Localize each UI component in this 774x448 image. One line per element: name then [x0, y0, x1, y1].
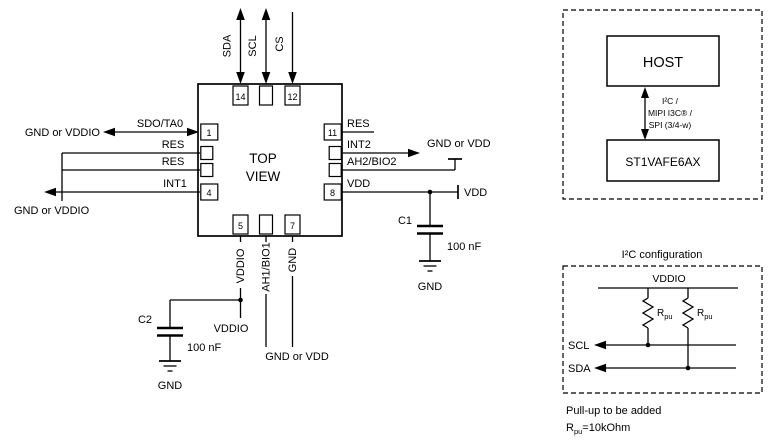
vdd-net-label: VDD — [464, 187, 487, 199]
pin12-number: 12 — [287, 92, 297, 102]
pin5-number: 5 — [238, 221, 243, 231]
pin10-pad — [328, 145, 342, 161]
pin1-pad — [200, 123, 219, 141]
scl-left-arrowhead — [594, 340, 606, 350]
host-label: HOST — [643, 55, 683, 71]
vddio-net-label: VDDIO — [214, 323, 249, 335]
bus-up-arrowhead — [641, 87, 649, 98]
pull-option-bottom-label: GND or VDDIO — [14, 205, 90, 217]
gnd-pin-label: GND — [287, 248, 299, 273]
pin6-pad — [258, 214, 274, 235]
pin12-pad — [284, 85, 301, 106]
vdd-pin-label: VDD — [347, 178, 370, 190]
res-left-a-label: RES — [162, 139, 185, 151]
chip: TOP VIEW 14 12 5 7 1 4 — [197, 83, 343, 237]
bus-down-arrowhead — [641, 129, 649, 140]
pin9-pad — [328, 162, 342, 178]
device-box — [606, 139, 720, 182]
rpu2-label: Rpu — [697, 308, 713, 321]
cs-down-arrowhead — [288, 72, 297, 84]
sdo-right-arrowhead — [187, 127, 199, 137]
top-bus-arrows: SDA SCL CS — [222, 8, 297, 84]
pin2-pad — [200, 145, 214, 161]
int2-label: INT2 — [347, 139, 371, 151]
pin8-pad — [323, 183, 342, 201]
i2c-pullup-panel: I²C configuration VDDIO Rpu Rpu SCL SDA … — [562, 249, 763, 436]
bus-line1-label: I²C / — [662, 96, 679, 106]
pin14-number: 14 — [235, 92, 245, 102]
scl-label: SCL — [247, 35, 259, 56]
pullup-resistor-1 — [641, 288, 655, 345]
host-panel-border — [562, 9, 763, 200]
bus-line2-label: MIPI I3C® / — [648, 108, 693, 118]
c2-value-label: 100 nF — [187, 342, 222, 354]
ah1-net-label: GND or VDD — [265, 351, 329, 363]
pullup-note-line1: Pull-up to be added — [566, 405, 661, 417]
pin14-pad — [232, 85, 249, 106]
pullup-note-line2: Rpu=10kOhm — [566, 422, 630, 436]
gnd-or-vdd-right-label: GND or VDD — [427, 138, 491, 150]
sda-line-label: SDA — [568, 363, 591, 375]
res-right-label: RES — [347, 118, 370, 130]
res-left-b-label: RES — [162, 156, 185, 168]
pin13-pad — [258, 85, 274, 106]
c2-gnd-label: GND — [158, 380, 183, 392]
vddio-pin-label: VDDIO — [235, 248, 247, 283]
ah1-bio1-pin-label: AH1/BIO1 — [261, 242, 273, 292]
rpu1-label: Rpu — [657, 308, 673, 321]
capacitor-c2: C2 100 nF GND — [138, 300, 222, 392]
cs-label: CS — [274, 36, 286, 51]
right-connections: RES INT2 GND or VDD AH2/BIO2 VDD VDD — [342, 118, 491, 293]
capacitor-c1: C1 100 nF GND — [398, 192, 482, 293]
pin4-number: 4 — [206, 188, 211, 198]
sda-up-arrowhead — [236, 8, 245, 20]
sda-down-arrowhead — [236, 72, 245, 84]
sda-label: SDA — [222, 34, 234, 57]
pin11-number: 11 — [328, 128, 337, 138]
i2c-panel-border — [562, 265, 763, 394]
chip-title-line2: VIEW — [246, 169, 281, 184]
host-box — [606, 35, 720, 87]
sdo-ta0-label: SDO/TA0 — [137, 118, 183, 130]
vddio-rail-label: VDDIO — [652, 273, 685, 285]
sdo-left-arrowhead — [103, 127, 115, 137]
sda-left-arrowhead — [594, 363, 606, 373]
main-schematic: SDA SCL CS TOP VIEW 14 12 5 7 — [14, 8, 491, 392]
left-connections: SDO/TA0 GND or VDDIO RES RES GND or VDDI… — [14, 118, 200, 217]
pin11-pad — [323, 123, 342, 141]
pin8-number: 8 — [330, 188, 335, 198]
pin3-pad — [200, 162, 214, 178]
pin7-number: 7 — [290, 221, 295, 231]
c2-label: C2 — [138, 314, 152, 326]
pin1-number: 1 — [206, 128, 211, 138]
int1-arrowhead — [44, 187, 56, 197]
pin7-pad — [284, 214, 301, 235]
c1-gnd-label: GND — [418, 281, 443, 293]
scl-up-arrowhead — [261, 8, 271, 20]
i2c-config-title: I²C configuration — [622, 249, 703, 261]
scl-line-label: SCL — [568, 340, 589, 352]
pin4-pad — [200, 183, 219, 201]
ah2-bio2-label: AH2/BIO2 — [347, 156, 397, 168]
c1-value-label: 100 nF — [447, 241, 482, 253]
device-label: ST1VAFE6AX — [625, 155, 700, 169]
bottom-connections: VDDIO AH1/BIO1 GND VDDIO C2 100 nF GND — [138, 236, 329, 392]
pin5-pad — [232, 214, 249, 235]
chip-outline — [197, 83, 343, 237]
c1-label: C1 — [398, 215, 412, 227]
bus-line3-label: SPI (3/4-w) — [649, 120, 692, 130]
pullup-resistor-2 — [681, 288, 695, 368]
sda-junction-dot — [685, 365, 691, 371]
scl-down-arrowhead — [261, 72, 271, 84]
pull-option-top-label: GND or VDDIO — [25, 127, 101, 139]
chip-title-line1: TOP — [249, 151, 277, 166]
scl-junction-dot — [645, 342, 651, 348]
int2-arrowhead — [408, 148, 420, 158]
int1-label: INT1 — [163, 178, 187, 190]
host-panel: HOST I²C / MIPI I3C® / SPI (3/4-w) ST1VA… — [562, 9, 763, 200]
